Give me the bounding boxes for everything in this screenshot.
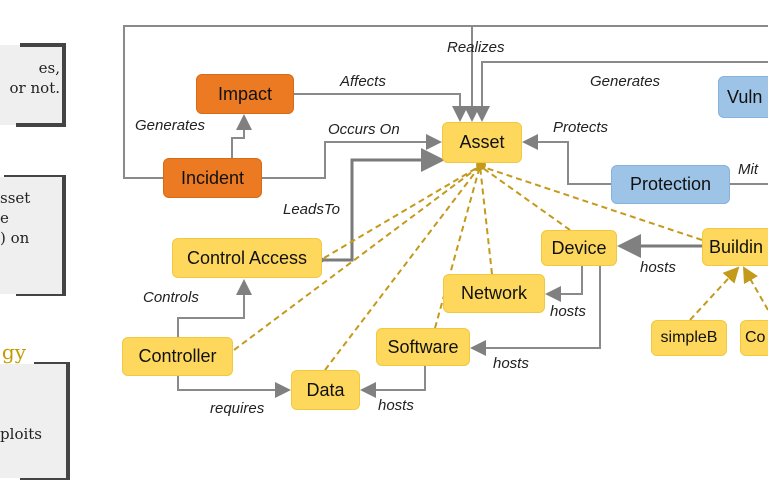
dashed-data [324, 165, 481, 371]
node-vulnerability[interactable]: Vuln [718, 76, 768, 118]
dashed-device [479, 165, 571, 231]
node-building[interactable]: Buildin [702, 228, 768, 266]
dashed-software [434, 165, 481, 329]
label-leads-to: LeadsTo [283, 201, 340, 218]
node-co[interactable]: Co [740, 320, 768, 356]
text-line: ) on [0, 229, 30, 247]
dashed-network [479, 165, 493, 275]
label-generates-left: Generates [135, 117, 206, 134]
text-line: es, [38, 59, 60, 77]
edge-hosts-software [470, 266, 601, 356]
edge-controls [177, 279, 252, 337]
edge-requires [177, 376, 291, 398]
node-incident[interactable]: Incident [163, 158, 262, 198]
node-data[interactable]: Data [291, 370, 360, 410]
text-line: e [0, 209, 9, 227]
dashed-control-access [323, 165, 481, 259]
edge-generates-impact [231, 114, 252, 158]
edge-hosts-network [545, 266, 583, 302]
side-panel-3 [0, 364, 66, 478]
dashed-controller [233, 165, 481, 351]
label-hosts-software: hosts [493, 355, 529, 372]
edge-incident-top [123, 25, 768, 179]
node-simpleb[interactable]: simpleB [651, 320, 727, 356]
dashed-co [743, 266, 768, 311]
label-controls: Controls [143, 289, 199, 306]
node-asset[interactable]: Asset [442, 122, 522, 163]
edge-realizes [474, 61, 768, 122]
dashed-building [479, 165, 703, 241]
side-panel-1-text: es, or not. [0, 58, 60, 98]
dashed-simpleb [689, 266, 740, 321]
edge-affects [294, 93, 468, 122]
node-software[interactable]: Software [376, 328, 470, 366]
label-hosts-building: hosts [640, 259, 676, 276]
label-requires: requires [210, 400, 265, 417]
edge-hosts-data [360, 366, 426, 398]
label-mitigates: Mit [738, 161, 758, 178]
label-occurs-on: Occurs On [328, 121, 400, 138]
label-generates-top: Generates [590, 73, 661, 90]
node-network[interactable]: Network [443, 274, 545, 313]
edge-protects [522, 134, 611, 185]
side-panel-2 [0, 177, 62, 294]
text-line: sset [0, 189, 31, 207]
text-line: or not. [9, 79, 60, 97]
side-panel-3-text: ploits [0, 425, 42, 443]
node-device[interactable]: Device [541, 230, 617, 266]
side-panel-2-text: sset e ) on [0, 188, 32, 248]
label-affects: Affects [340, 73, 386, 90]
label-protects: Protects [553, 119, 609, 136]
node-controller[interactable]: Controller [122, 337, 233, 376]
side-panel-3-heading: gy [1, 340, 26, 364]
side-panel-1 [0, 45, 62, 125]
edge-leads-to [303, 148, 445, 272]
node-protection[interactable]: Protection [611, 165, 730, 204]
label-hosts-data: hosts [378, 397, 414, 414]
node-control-access[interactable]: Control Access [172, 238, 322, 278]
label-realizes: Realizes [447, 39, 505, 56]
label-hosts-network: hosts [550, 303, 586, 320]
node-impact[interactable]: Impact [196, 74, 294, 114]
